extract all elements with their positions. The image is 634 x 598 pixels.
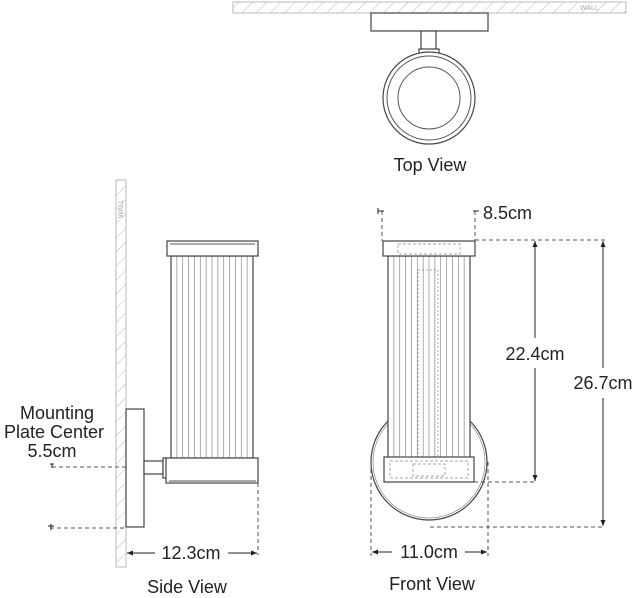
mounting-label-line2: Plate Center [4, 422, 104, 442]
wall-label-side: WALL [118, 199, 125, 218]
top-cap-side [166, 240, 259, 257]
wall-label-top: WALL [580, 5, 599, 12]
shade-inner-ring [397, 66, 461, 130]
front-view-title: Front View [389, 574, 476, 594]
top-view: WALL Top View [232, 1, 627, 175]
base-front [383, 456, 475, 483]
top-cap-front [382, 240, 476, 257]
depth-dimension: 12.3cm [161, 543, 220, 563]
shade-outer-ring [382, 51, 476, 145]
mounting-label-line1: Mounting [20, 403, 94, 423]
mounting-value: 5.5cm [27, 441, 76, 461]
arm-side [143, 460, 164, 475]
backplate-width-dimension: 11.0cm [400, 542, 458, 562]
front-view: 8.5cm 22.4cm 26.7cm 11.0cm Front View [370, 203, 633, 594]
wall-side [115, 179, 127, 568]
top-view-title: Top View [394, 155, 468, 175]
side-view-title: Side View [147, 577, 228, 597]
base-side [165, 457, 259, 484]
side-view: WALL Mounting Plate Center 5.5cm 12.3cm … [4, 179, 259, 597]
backplate-side [125, 408, 145, 528]
wall-top [232, 1, 627, 14]
backplate-top [370, 12, 489, 32]
arm-top [420, 30, 437, 51]
overall-height-dimension: 26.7cm [573, 373, 632, 393]
shade-height-dimension: 22.4cm [505, 344, 564, 364]
top-width-dimension: 8.5cm [483, 203, 532, 223]
